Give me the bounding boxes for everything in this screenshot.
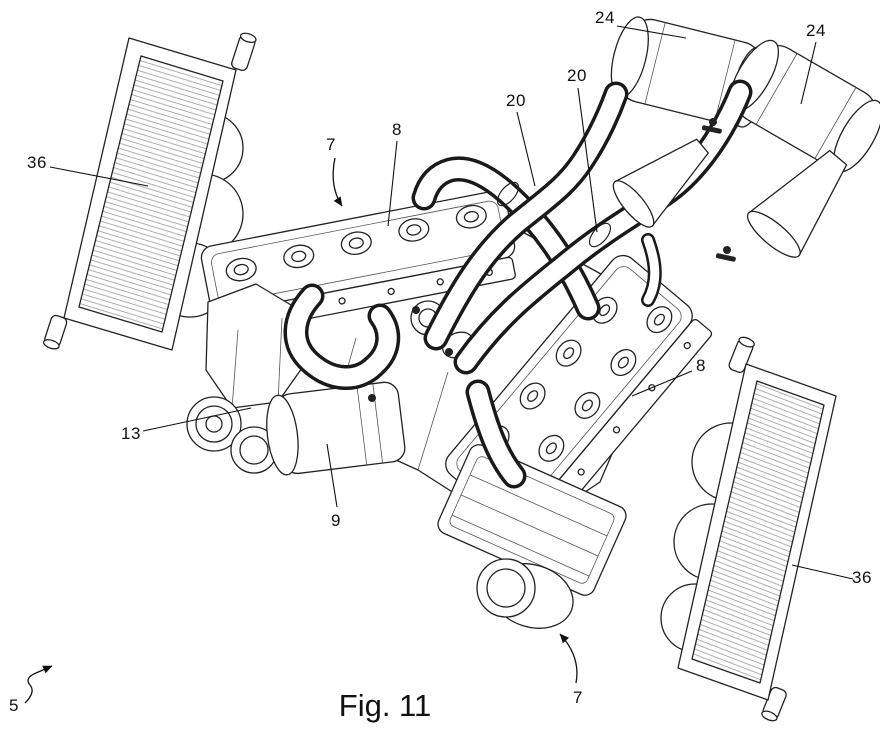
- leader-13: [142, 407, 252, 432]
- arrow-5: [24, 665, 53, 704]
- starter-canister: [230, 426, 278, 474]
- radiator-right-fitting-top: [728, 336, 755, 373]
- ref-numeral-9: 9: [331, 511, 341, 530]
- ref-numeral-36-radiator-left: 36: [27, 153, 47, 172]
- ref-numeral-36-radiator-right: 36: [852, 568, 872, 587]
- ref-numeral-24-right: 24: [806, 21, 826, 40]
- arrow-7-right: [559, 633, 578, 684]
- leader-lines: [49, 25, 854, 580]
- leader-24-right: [800, 41, 817, 105]
- ref-numeral-20-left: 20: [506, 91, 526, 110]
- arrow-7-left: [332, 157, 343, 207]
- intercooler: [437, 444, 627, 596]
- leader-20-right: [577, 87, 598, 233]
- ref-numeral-8-left: 8: [392, 120, 402, 139]
- radiator-left-fitting-top: [231, 32, 257, 72]
- silencer-9-body: [266, 381, 406, 476]
- ref-numeral-8-right: 8: [696, 356, 706, 375]
- pulley-flange: [186, 396, 242, 452]
- mounting-brackets: [368, 118, 736, 402]
- leader-24-left: [616, 25, 687, 39]
- leader-36-right: [791, 564, 854, 580]
- radiator-left-core: [78, 55, 224, 333]
- leader-8-left: [387, 140, 398, 227]
- leader-8-right: [631, 370, 693, 397]
- pipe-clamp-rings: [496, 181, 612, 248]
- ref-numeral-13: 13: [121, 424, 141, 443]
- leader-36-left: [49, 166, 149, 187]
- radiator-right-core: [691, 380, 825, 684]
- leader-9: [326, 443, 338, 508]
- leader-20-left: [516, 111, 536, 187]
- muffler-right-assembly: [729, 39, 880, 173]
- ref-numeral-5: 5: [9, 696, 19, 715]
- ref-numeral-20-right: 20: [567, 66, 587, 85]
- radiator-right: [660, 336, 837, 722]
- radiator-left-fitting-bottom: [43, 314, 68, 350]
- gearbox-housing: [205, 283, 303, 409]
- exhaust-cone-right: [746, 149, 848, 258]
- ref-numeral-24-left: 24: [595, 8, 615, 27]
- lower-silencer: [476, 558, 574, 629]
- valve-cover-left-bosses: [225, 204, 487, 282]
- leader-arrows: [24, 157, 578, 704]
- ref-numeral-7-left: 7: [326, 135, 336, 154]
- exhaust-cone-left: [612, 138, 709, 228]
- radiator-left: [43, 32, 257, 351]
- figure-caption: Fig. 11: [338, 688, 432, 723]
- exhaust-tubes: [283, 79, 753, 489]
- ref-numeral-7-right: 7: [573, 688, 583, 707]
